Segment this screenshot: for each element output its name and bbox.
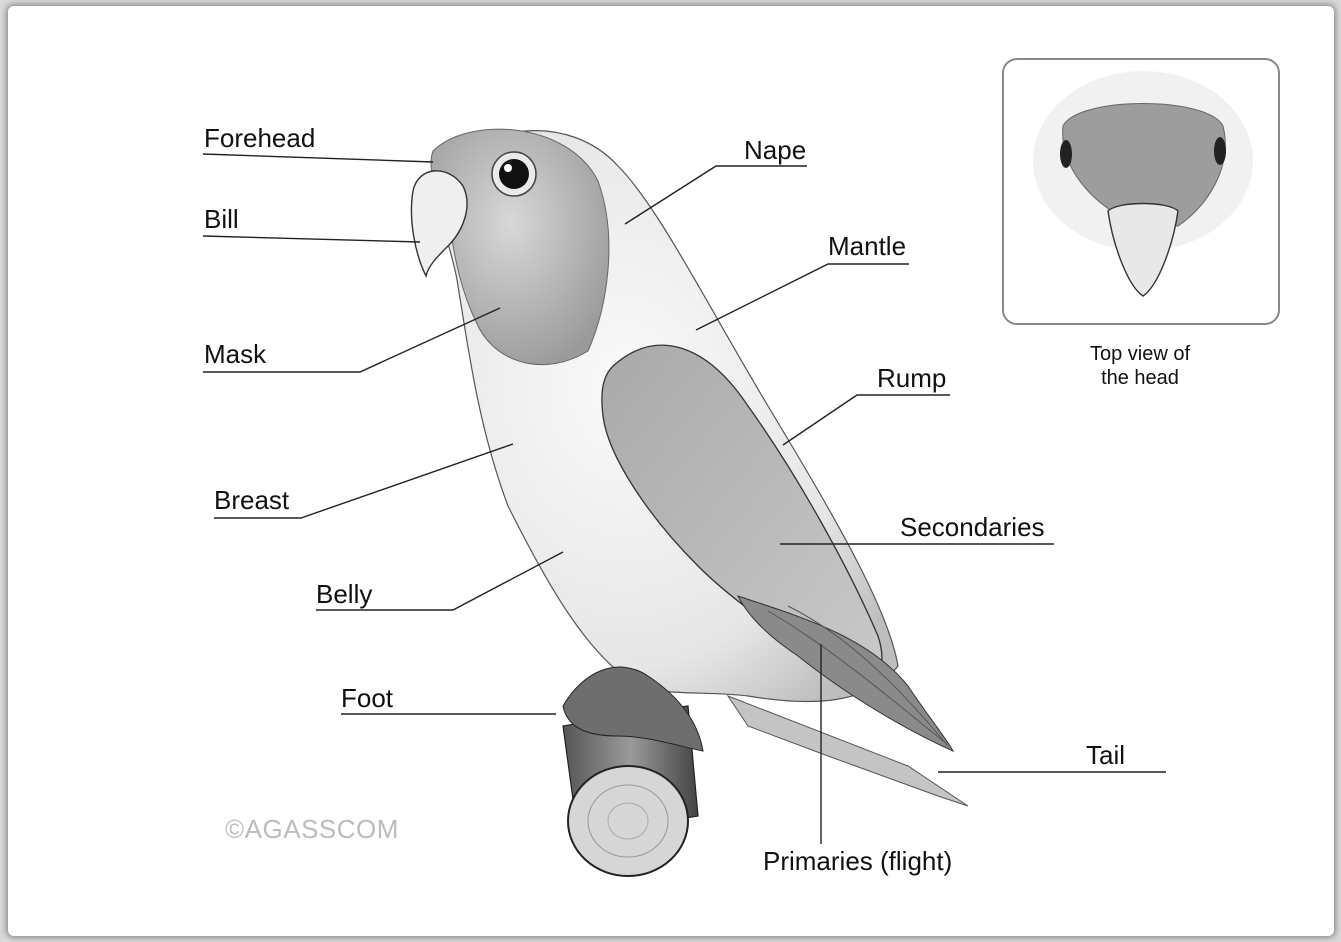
label-secondaries: Secondaries: [900, 512, 1045, 542]
watermark: ©AGASSCOM: [225, 814, 399, 844]
label-bill: Bill: [204, 204, 239, 234]
inset-caption-line1: Top view of: [1090, 343, 1190, 365]
label-rump: Rump: [877, 363, 946, 393]
tail-shape: [728, 696, 968, 806]
label-belly: Belly: [316, 579, 372, 609]
label-mantle: Mantle: [828, 231, 906, 261]
diagram-frame: Forehead Bill Mask Breast Belly Foot Nap…: [8, 6, 1334, 936]
label-mask: Mask: [204, 339, 267, 369]
label-breast: Breast: [214, 485, 290, 515]
label-nape: Nape: [744, 135, 806, 165]
bird-anatomy-diagram: Forehead Bill Mask Breast Belly Foot Nap…: [8, 6, 1334, 936]
label-forehead: Forehead: [204, 123, 315, 153]
inset-top-view: [1003, 59, 1279, 324]
label-primaries: Primaries (flight): [763, 846, 952, 876]
label-tail: Tail: [1086, 740, 1125, 770]
label-foot: Foot: [341, 683, 394, 713]
inset-caption-line2: the head: [1101, 367, 1179, 389]
